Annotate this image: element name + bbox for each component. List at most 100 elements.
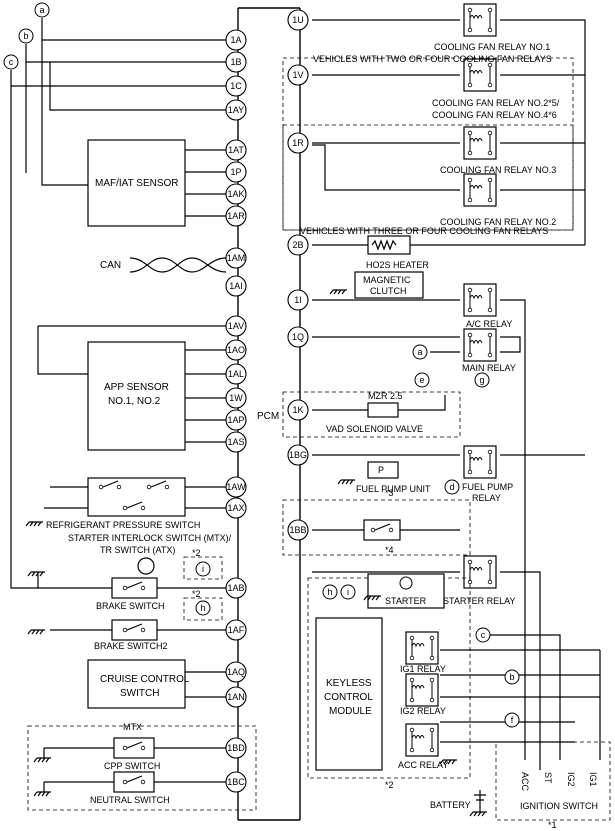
svg-text:1V: 1V xyxy=(292,70,303,80)
svg-text:f: f xyxy=(511,715,514,725)
terminal-1ai: 1AI xyxy=(225,275,247,297)
magnetic-clutch-label-2: CLUTCH xyxy=(370,286,407,296)
pcm-label: PCM xyxy=(257,411,279,422)
starter-relay-label: STARTER RELAY xyxy=(443,596,516,606)
connector-h: h xyxy=(322,584,338,600)
connector-a: a xyxy=(412,344,428,360)
app-sensor-label-2: NO.1, NO.2 xyxy=(108,396,161,407)
terminal-1bg: 1BG xyxy=(287,444,309,466)
note-2b: *2 xyxy=(192,589,201,599)
terminal-1k: 1K xyxy=(287,399,309,421)
starter-label: STARTER xyxy=(385,596,427,606)
svg-text:1AS: 1AS xyxy=(227,437,244,447)
dashed-ignition xyxy=(495,741,611,821)
svg-text:i: i xyxy=(202,564,204,574)
starter-interlock-label: STARTER INTERLOCK SWITCH (MTX)/ xyxy=(68,533,232,543)
note-3: *3 xyxy=(385,488,394,498)
terminal-1ao: 1AO xyxy=(225,339,247,361)
ig2-relay-icon xyxy=(405,673,439,707)
svg-text:h: h xyxy=(327,587,332,597)
svg-text:1P: 1P xyxy=(230,167,241,177)
svg-text:a: a xyxy=(39,5,44,15)
note-4: *4 xyxy=(385,545,394,555)
cruise-label-2: SWITCH xyxy=(120,688,159,699)
fan3-label: COOLING FAN RELAY NO.3 xyxy=(440,165,556,175)
fuel-pump-relay-label: FUEL PUMP xyxy=(462,482,513,492)
connector-a: a xyxy=(34,2,50,18)
svg-text:1BB: 1BB xyxy=(289,525,306,535)
fan-relay-2-icon xyxy=(463,173,497,207)
connector-b: b xyxy=(504,669,520,685)
terminal-1c: 1C xyxy=(225,75,247,97)
svg-text:g: g xyxy=(479,375,484,385)
brake-switch-label: BRAKE SWITCH xyxy=(96,601,165,611)
dashed-mzr xyxy=(282,391,461,438)
fan-relay-1-icon xyxy=(463,3,497,37)
terminal-1ay: 1AY xyxy=(225,99,247,121)
brake-switch2-label: BRAKE SWITCH2 xyxy=(94,641,168,651)
can-twisted-pair: CAN xyxy=(100,257,227,273)
ig2-relay-label: IG2 RELAY xyxy=(400,706,446,716)
terminal-1aw: 1AW xyxy=(225,476,247,498)
svg-text:1AI: 1AI xyxy=(229,281,243,291)
keyless-label: KEYLESS xyxy=(326,678,372,689)
terminal-1b: 1B xyxy=(225,51,247,73)
dashed-fan-three-four xyxy=(282,124,574,231)
connector-c: c xyxy=(475,627,491,643)
connector-i: i xyxy=(195,561,211,577)
terminal-2b: 2B xyxy=(287,234,309,256)
connector-b: b xyxy=(18,28,34,44)
veh-three-four-label: VEHICLES WITH THREE OR FOUR COOLING FAN … xyxy=(300,226,548,236)
svg-text:1K: 1K xyxy=(292,405,303,415)
acc-relay-icon xyxy=(405,723,439,757)
connector-d: d xyxy=(444,479,460,495)
fuel-pump-unit-label: FUEL PUMP UNIT xyxy=(356,484,431,494)
pcm-block: PCM xyxy=(237,7,301,821)
keyless-module-box xyxy=(315,617,383,771)
terminal-1am: 1AM xyxy=(225,247,247,269)
st-contact-label: ST xyxy=(543,772,553,784)
svg-text:1A: 1A xyxy=(230,35,241,45)
maf-sensor-label: MAF/IAT SENSOR xyxy=(95,178,179,189)
terminal-1bb: 1BB xyxy=(287,519,309,541)
mzr-label: MZR 2.5 xyxy=(368,391,403,401)
dashed-i xyxy=(183,556,223,580)
connector-e: e xyxy=(414,372,430,388)
keyless-label-2: CONTROL xyxy=(324,692,373,703)
svg-text:1U: 1U xyxy=(292,15,304,25)
right-terminals: 1U 1V 1R 2B 1I 1Q 1K 1BG 1BB xyxy=(287,9,309,541)
left-terminals: 1A1B1C1AY1AT1P1AK1AR1AM1AI1AV1AO1AL1W1AP… xyxy=(225,29,247,793)
svg-text:2B: 2B xyxy=(292,240,303,250)
vad-label: VAD SOLENOID VALVE xyxy=(326,424,423,434)
terminal-1ab: 1AB xyxy=(225,577,247,599)
terminal-1ar: 1AR xyxy=(225,205,247,227)
cruise-label: CRUISE CONTROL xyxy=(100,674,190,685)
terminal-1r: 1R xyxy=(287,132,309,154)
terminal-1w: 1W xyxy=(225,387,247,409)
note-1: *1 xyxy=(548,820,557,830)
svg-text:1AB: 1AB xyxy=(227,583,244,593)
svg-text:1W: 1W xyxy=(229,393,243,403)
cpp-switch-box xyxy=(113,737,155,759)
terminal-1al: 1AL xyxy=(225,363,247,385)
mtx-dashed-box xyxy=(27,725,257,811)
svg-text:a: a xyxy=(417,347,422,357)
svg-text:1AM: 1AM xyxy=(227,253,246,263)
terminal-1as: 1AS xyxy=(225,431,247,453)
mtx-label: MTX xyxy=(123,722,142,732)
svg-text:1R: 1R xyxy=(292,138,304,148)
ho2s-label: HO2S HEATER xyxy=(366,260,429,270)
svg-text:1AV: 1AV xyxy=(228,321,244,331)
keyless-label-3: MODULE xyxy=(329,706,372,717)
acc-relay-label: ACC RELAY xyxy=(398,760,448,770)
refrigerant-switch: REFRIGERANT PRESSURE SWITCH STARTER INTE… xyxy=(25,477,232,555)
ig1-contact-label: IG1 xyxy=(588,772,598,787)
main-relay-icon xyxy=(463,328,497,362)
terminal-1q: 1Q xyxy=(287,326,309,348)
app-sensor-box xyxy=(87,341,186,451)
ac-relay-icon xyxy=(463,283,497,317)
svg-text:1I: 1I xyxy=(294,295,302,305)
svg-text:1AW: 1AW xyxy=(226,482,246,492)
svg-text:1AO: 1AO xyxy=(227,345,245,355)
